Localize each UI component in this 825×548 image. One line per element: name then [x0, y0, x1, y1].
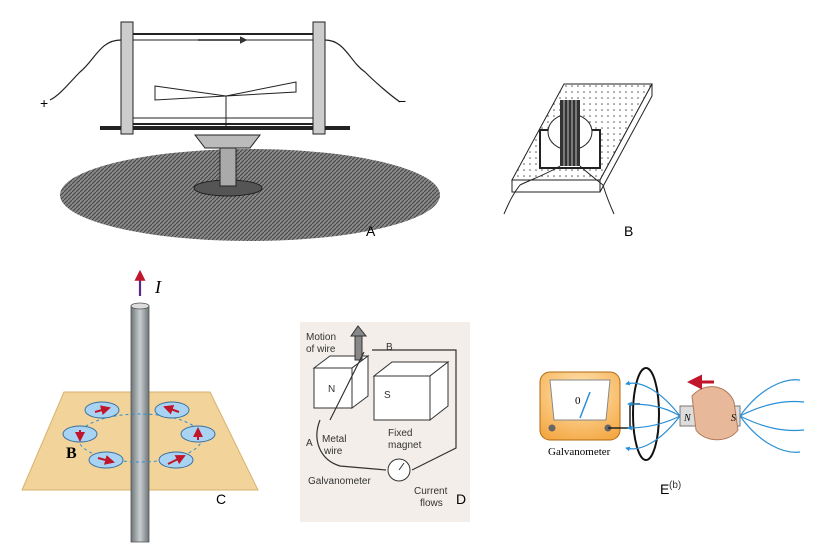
point-b-label: B: [386, 342, 393, 353]
compass-1: [84, 401, 120, 419]
positive-terminal-label: +: [40, 95, 48, 111]
pole-n-label: N: [328, 384, 335, 395]
fixed-magnet-label-1: Fixed: [388, 428, 412, 439]
field-symbol: B: [66, 445, 77, 462]
motion-arrow: [354, 333, 363, 361]
bar-magnet-n-label: N: [683, 413, 692, 424]
magnet-s: [372, 360, 450, 422]
coil-windings: [560, 100, 580, 166]
current-flows-label-1: Current: [414, 486, 448, 497]
fixed-magnet-label-2: magnet: [388, 440, 422, 451]
panel-e-sublabel: (b): [669, 480, 681, 491]
lead-wires: [49, 39, 401, 103]
pole-s-label: S: [384, 390, 391, 401]
compass-6: [158, 451, 194, 469]
hand-illustration: [691, 386, 739, 441]
panel-c-label: C: [216, 491, 226, 507]
circuit-wire: [316, 349, 457, 471]
compass-4: [180, 425, 216, 443]
panel-c: I B C: [21, 269, 259, 543]
galvanometer-label: Galvanometer: [308, 476, 371, 487]
negative-terminal-label: −: [398, 93, 406, 109]
galvanometer-needle: [579, 391, 591, 419]
panel-b-label: B: [624, 223, 633, 239]
compass-5: [88, 451, 124, 469]
frame-post-left: [120, 21, 134, 135]
magnetic-needle: [154, 81, 297, 128]
metal-wire-label-2: wire: [323, 446, 343, 457]
current-symbol: I: [154, 277, 162, 297]
frame-post-right: [312, 21, 326, 135]
table-shadow-illustration: [60, 149, 440, 241]
bar-magnet-s-label: S: [731, 413, 736, 424]
point-a-label: A: [306, 438, 313, 449]
compass-3: [62, 425, 98, 443]
panel-d-label: D: [456, 491, 466, 507]
panel-b: B: [503, 83, 653, 239]
motion-label-1: Motion: [306, 332, 336, 343]
panel-a-label: A: [366, 223, 376, 239]
panel-e: 0 Galvanometer N S E (b): [539, 367, 805, 497]
coil-leads: [503, 165, 615, 215]
scan-background: [300, 322, 470, 522]
wire-loop: [632, 367, 660, 461]
metal-wire-label-1: Metal: [322, 434, 346, 445]
current-wire: [130, 305, 150, 543]
compass-needles: [62, 401, 216, 469]
field-lines: [625, 379, 805, 453]
compass-2: [154, 401, 190, 419]
current-flows-label-2: flows: [420, 498, 443, 509]
galvanometer-label-e: Galvanometer: [548, 446, 611, 458]
motion-label-2: of wire: [306, 344, 336, 355]
panel-d: N S Motion of wire B A Metal wire Fixed …: [300, 322, 470, 522]
panel-a: + − A: [40, 21, 440, 241]
panel-e-label: E: [660, 481, 669, 497]
magnet-n: [312, 355, 370, 409]
galvanometer-face: [549, 379, 611, 421]
dial-zero: 0: [575, 395, 581, 407]
